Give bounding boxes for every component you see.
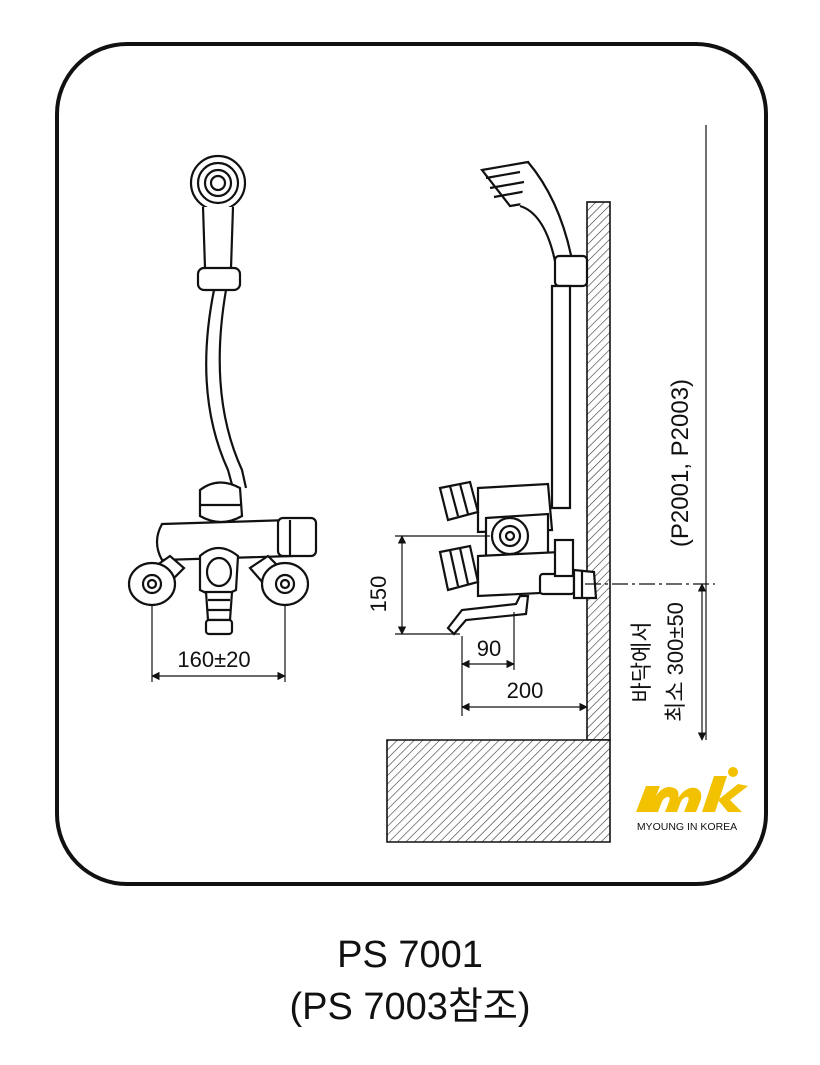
floor-label-line1: 바닥에서 — [629, 622, 654, 703]
front-view — [127, 154, 318, 636]
side-temp-knob — [438, 480, 480, 522]
side-shower-head — [480, 160, 574, 268]
dim-height-150 — [395, 535, 490, 635]
front-mixer-body — [155, 518, 294, 562]
front-hose-connector — [198, 481, 244, 524]
logo-mark — [636, 767, 748, 812]
dim-depth-200-label: 200 — [507, 678, 544, 703]
front-right-elbow — [260, 561, 310, 607]
side-lower-knob — [438, 544, 480, 592]
side-diverter — [484, 512, 550, 560]
front-spout — [204, 590, 234, 636]
pipe-ref-label: (P2001, P2003) — [667, 379, 694, 547]
dim-height-150-label: 150 — [366, 576, 391, 613]
dim-depth-90 — [461, 612, 515, 716]
brand-logo: MYOUNG IN KOREA — [636, 767, 748, 833]
front-center-knob — [198, 546, 240, 597]
front-left-elbow — [127, 561, 177, 607]
dim-front-width-label: 160±20 — [177, 647, 250, 672]
front-holder — [196, 266, 242, 292]
wall-section — [586, 201, 611, 741]
reference-caption: (PS 7003참조) — [289, 986, 531, 1028]
front-shower-head — [189, 154, 247, 273]
side-view — [438, 160, 598, 636]
side-riser-pipe — [550, 284, 572, 510]
dim-depth-90-label: 90 — [477, 636, 501, 661]
front-temp-knob — [276, 516, 318, 558]
side-holder — [553, 254, 589, 288]
dim-front-width — [151, 605, 286, 682]
front-hose — [205, 289, 236, 493]
side-spout — [446, 594, 530, 636]
drawing-frame — [55, 42, 768, 886]
floor-label-line2: 최소 300±50 — [663, 602, 688, 722]
logo-tagline: MYOUNG IN KOREA — [637, 821, 737, 833]
model-caption: PS 7001 — [337, 934, 483, 976]
floor-section — [386, 739, 611, 843]
